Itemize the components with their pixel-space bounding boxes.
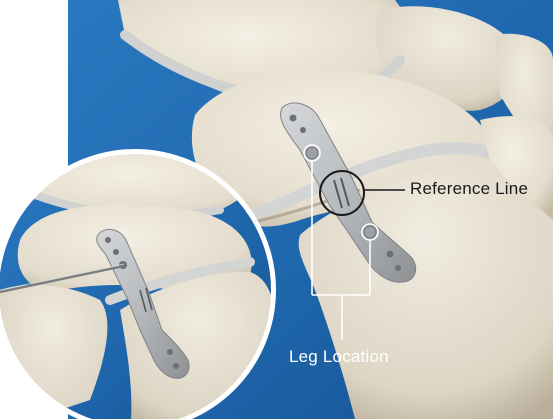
reference-line-label: Reference Line xyxy=(410,179,528,199)
leg-location-label: Leg Location xyxy=(289,347,389,367)
